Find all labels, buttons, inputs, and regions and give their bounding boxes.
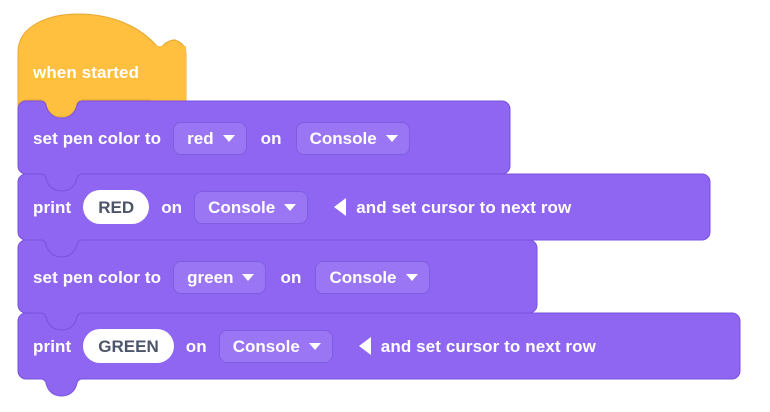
device-dropdown-set-pen-green[interactable]: Console <box>315 260 430 294</box>
set-pen-color-red-block[interactable]: set pen color to red on Console <box>33 116 410 160</box>
pen-color-dropdown-green-value: green <box>187 267 234 287</box>
print-red-text-input-value: RED <box>98 197 135 217</box>
print-green-block[interactable]: print GREEN on Console and set cursor to… <box>33 324 596 368</box>
print-green-text-input[interactable]: GREEN <box>83 329 174 363</box>
pen-color-dropdown-red-value: red <box>187 128 214 148</box>
print-red-text-input[interactable]: RED <box>83 190 150 224</box>
device-dropdown-set-pen-green-value: Console <box>329 267 397 287</box>
print-green-label-tail: and set cursor to next row <box>380 336 596 356</box>
device-dropdown-print-red[interactable]: Console <box>194 190 309 224</box>
print-green-block-shape[interactable] <box>17 312 741 397</box>
set-pen-color-green-block[interactable]: set pen color to green on Console <box>33 255 430 299</box>
pen-color-dropdown-red[interactable]: red <box>173 121 247 155</box>
print-green-text-input-value: GREEN <box>98 336 159 356</box>
print-red-block[interactable]: print RED on Console and set cursor to n… <box>33 185 571 229</box>
device-dropdown-print-green-value: Console <box>232 336 300 356</box>
pen-color-dropdown-green[interactable]: green <box>173 260 267 294</box>
set-pen-color-green-label-start: set pen color to <box>33 267 162 287</box>
when-started-block[interactable]: when started <box>33 50 139 94</box>
print-red-label-tail: and set cursor to next row <box>356 197 572 217</box>
chevron-down-icon <box>385 135 398 142</box>
chevron-down-icon <box>308 343 321 350</box>
set-pen-color-green-label-on: on <box>280 267 302 287</box>
set-pen-color-red-label-start: set pen color to <box>33 128 162 148</box>
device-dropdown-print-red-value: Console <box>208 197 276 217</box>
print-green-label-on: on <box>185 336 207 356</box>
device-dropdown-print-green[interactable]: Console <box>218 329 333 363</box>
chevron-down-icon <box>405 274 418 281</box>
triangle-left-icon[interactable] <box>358 337 371 355</box>
device-dropdown-set-pen-red-value: Console <box>309 128 377 148</box>
chevron-down-icon <box>284 204 297 211</box>
when-started-block-shape[interactable] <box>17 13 187 118</box>
set-pen-color-red-label-on: on <box>260 128 282 148</box>
device-dropdown-set-pen-red[interactable]: Console <box>295 121 410 155</box>
chevron-down-icon <box>242 274 255 281</box>
print-red-label-start: print <box>33 197 72 217</box>
print-red-label-on: on <box>161 197 183 217</box>
when-started-label: when started <box>33 62 140 82</box>
triangle-left-icon[interactable] <box>334 198 347 216</box>
print-green-label-start: print <box>33 336 72 356</box>
when-started-block-shoulder <box>150 46 186 101</box>
chevron-down-icon <box>222 135 235 142</box>
